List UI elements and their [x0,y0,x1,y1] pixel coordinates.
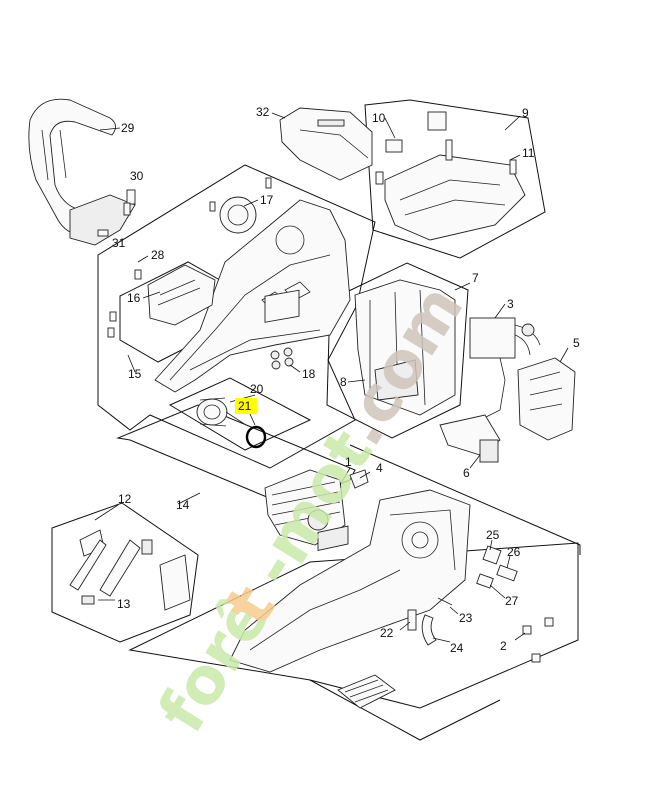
callout-26[interactable]: 26 [507,545,521,559]
callout-12[interactable]: 12 [118,492,132,506]
callout-16[interactable]: 16 [127,291,141,305]
callout-5[interactable]: 5 [573,336,580,350]
callout-8[interactable]: 8 [340,375,347,389]
part-22-24-fuel-line [407,597,453,646]
part-crankcase [229,489,471,673]
callout-15[interactable]: 15 [128,367,142,381]
frame-9 [364,99,546,259]
leader-lines [94,112,569,643]
callout-18[interactable]: 18 [302,367,316,381]
callout-23[interactable]: 23 [459,611,473,625]
screws-30-31 [97,189,136,237]
frame-20 [168,377,312,451]
callout-6[interactable]: 6 [463,466,470,480]
screws-16 [107,269,142,338]
part-25-27-fittings [476,545,518,589]
callout-17[interactable]: 17 [260,193,274,207]
callout-14[interactable]: 14 [176,498,190,512]
part-17 [209,177,272,234]
callout-labels: 29 32 9 10 11 30 17 31 28 16 15 18 20 21… [112,105,580,655]
callout-11[interactable]: 11 [522,146,535,160]
callout-10[interactable]: 10 [372,111,386,125]
part-7-bracket [354,279,456,416]
part-5 [517,357,576,441]
frame-14 [116,404,356,506]
part-21-o-ring [245,425,267,449]
callout-7[interactable]: 7 [472,271,479,285]
frame-7 [326,262,469,439]
parts [28,98,576,709]
callout-1[interactable]: 1 [345,455,352,469]
highlight-21 [235,398,257,414]
callout-27[interactable]: 27 [505,594,519,608]
callout-21[interactable]: 21 [238,399,252,413]
callout-13[interactable]: 13 [117,597,131,611]
part-1-cylinder [264,469,369,546]
assembly-frames [51,99,581,741]
part-18-label [264,289,300,370]
callout-3[interactable]: 3 [507,297,514,311]
callout-29[interactable]: 29 [121,121,135,135]
part-3-module [469,317,541,421]
frame-12 [51,502,199,643]
part-20 [196,397,247,427]
screws-2 [522,617,554,663]
frame-housing [97,164,376,469]
part-9-shroud [375,111,526,241]
part-6-switch [439,414,501,463]
part-12-13-levers [69,529,191,611]
part-15 [147,264,216,326]
callout-2[interactable]: 2 [500,639,507,653]
callout-22[interactable]: 22 [380,626,394,640]
frame-bottom [309,679,501,741]
frame-right-edge [349,444,581,555]
callout-32[interactable]: 32 [256,105,270,119]
callout-24[interactable]: 24 [450,641,464,655]
callout-25[interactable]: 25 [486,528,500,542]
part-29-rear-handle [28,98,136,246]
callout-31[interactable]: 31 [112,236,126,250]
callout-4[interactable]: 4 [376,461,383,475]
part-bottom-panel [337,674,396,709]
callout-28[interactable]: 28 [151,248,165,262]
part-32-cover [279,107,373,181]
callout-9[interactable]: 9 [522,106,529,120]
callout-30[interactable]: 30 [130,169,144,183]
callout-20[interactable]: 20 [250,382,264,396]
